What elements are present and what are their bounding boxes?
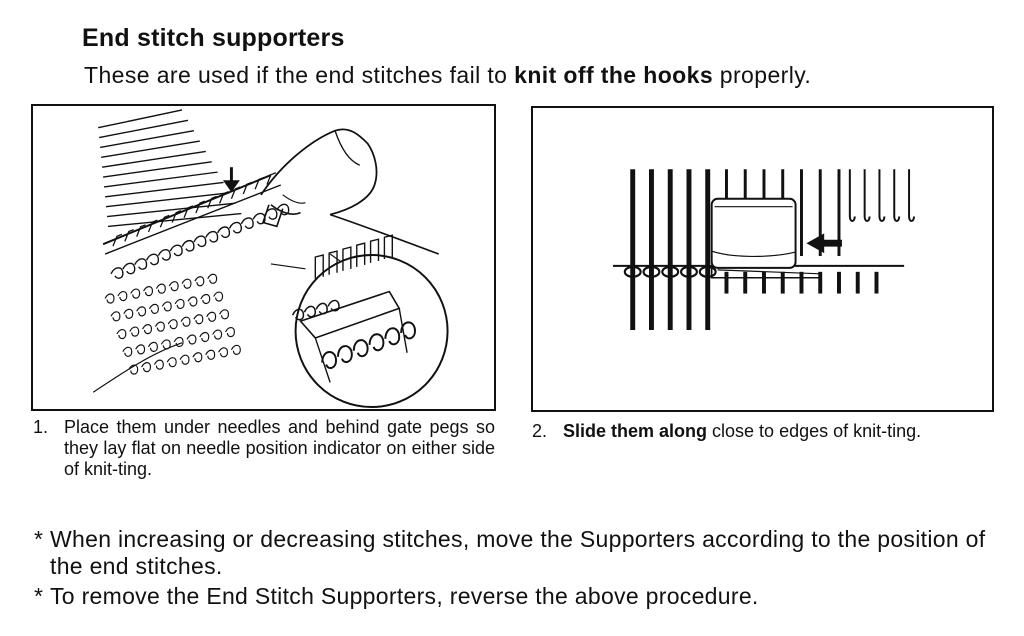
intro-text-start: These are used if the end stitches fail …: [84, 62, 515, 88]
intro-text-end: properly.: [713, 62, 812, 88]
magnified-detail: [270, 234, 449, 409]
caption-1-number: 1.: [33, 417, 49, 437]
caption-2-bold: Slide them along: [563, 421, 708, 441]
caption-2: 2. Slide them along close to edges of kn…: [532, 421, 1002, 442]
needle-butts-row: [724, 271, 879, 294]
intro-text-bold: knit off the hooks: [514, 62, 714, 88]
note-1-marker: *: [34, 526, 44, 552]
needle-butts: [112, 172, 277, 247]
caption-2-number: 2.: [532, 421, 548, 441]
left-arrow-icon: [806, 233, 842, 254]
needle-bed-lines: [98, 109, 242, 228]
needle-hooks: [110, 203, 290, 279]
note-2-text: To remove the End Stitch Supporters, rev…: [50, 583, 759, 609]
page-title: End stitch supporters: [82, 24, 345, 52]
down-arrow-icon: [222, 167, 240, 193]
figure-1-illustration: [31, 104, 496, 411]
note-2-marker: *: [34, 583, 44, 609]
end-stitch-supporter: [710, 197, 821, 275]
note-1: * When increasing or decreasing stitches…: [34, 526, 1004, 580]
figure-2-illustration: [531, 106, 994, 412]
note-2: * To remove the End Stitch Supporters, r…: [34, 583, 1004, 610]
caption-1: 1. Place them under needles and behind g…: [33, 417, 495, 480]
hand-illustration: [260, 128, 439, 255]
caption-1-text: Place them under needles and behind gate…: [64, 417, 495, 479]
intro-text: These are used if the end stitches fail …: [84, 62, 811, 89]
caption-2-text: Slide them along close to edges of knit-…: [563, 421, 1002, 442]
note-1-text: When increasing or decreasing stitches, …: [50, 526, 986, 579]
caption-2-rest: close to edges of knit-ting.: [707, 421, 922, 441]
knitted-fabric: [104, 273, 241, 375]
